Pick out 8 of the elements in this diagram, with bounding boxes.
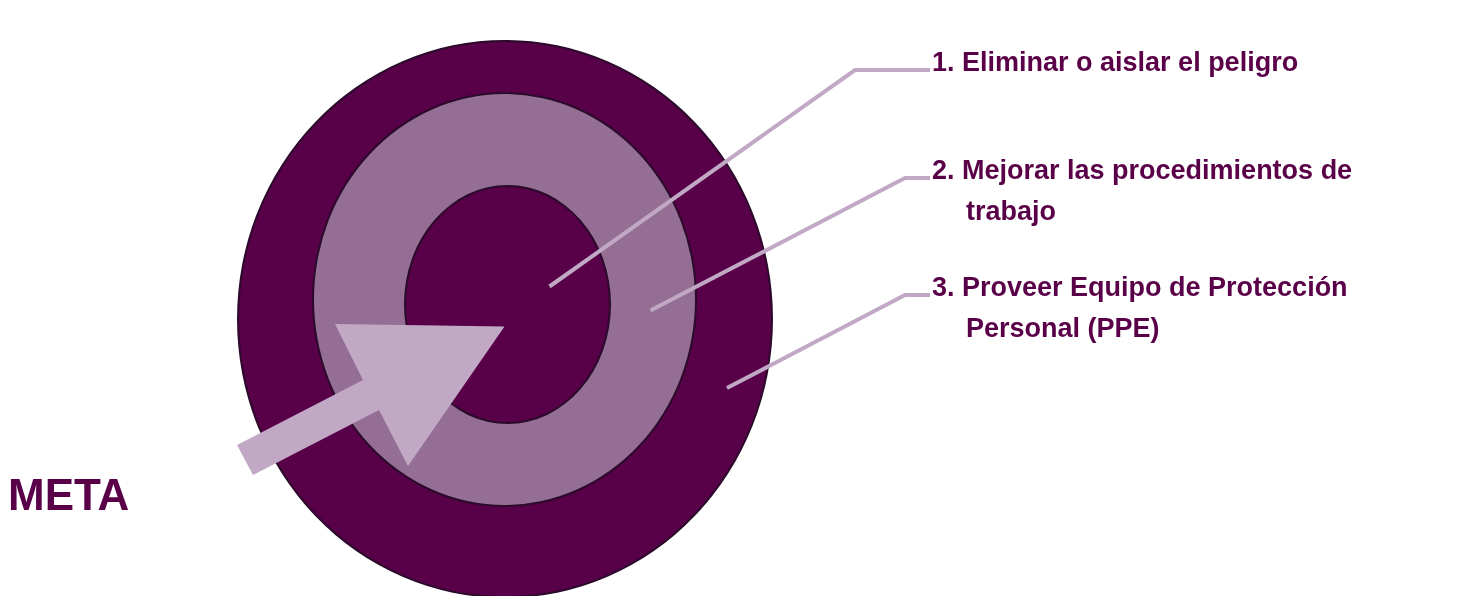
leader-line: [726, 293, 930, 390]
level-label: 2. Mejorar las procedimientos de trabajo: [932, 150, 1402, 231]
goal-label: META: [8, 462, 168, 528]
block-arrow: [237, 324, 505, 475]
leader-line: [548, 68, 930, 289]
level-label: 3. Proveer Equipo de Protección Personal (PPE): [932, 267, 1462, 348]
level-label: 1. Eliminar o aislar el peligro: [932, 42, 1452, 83]
leader-line: [649, 176, 930, 313]
